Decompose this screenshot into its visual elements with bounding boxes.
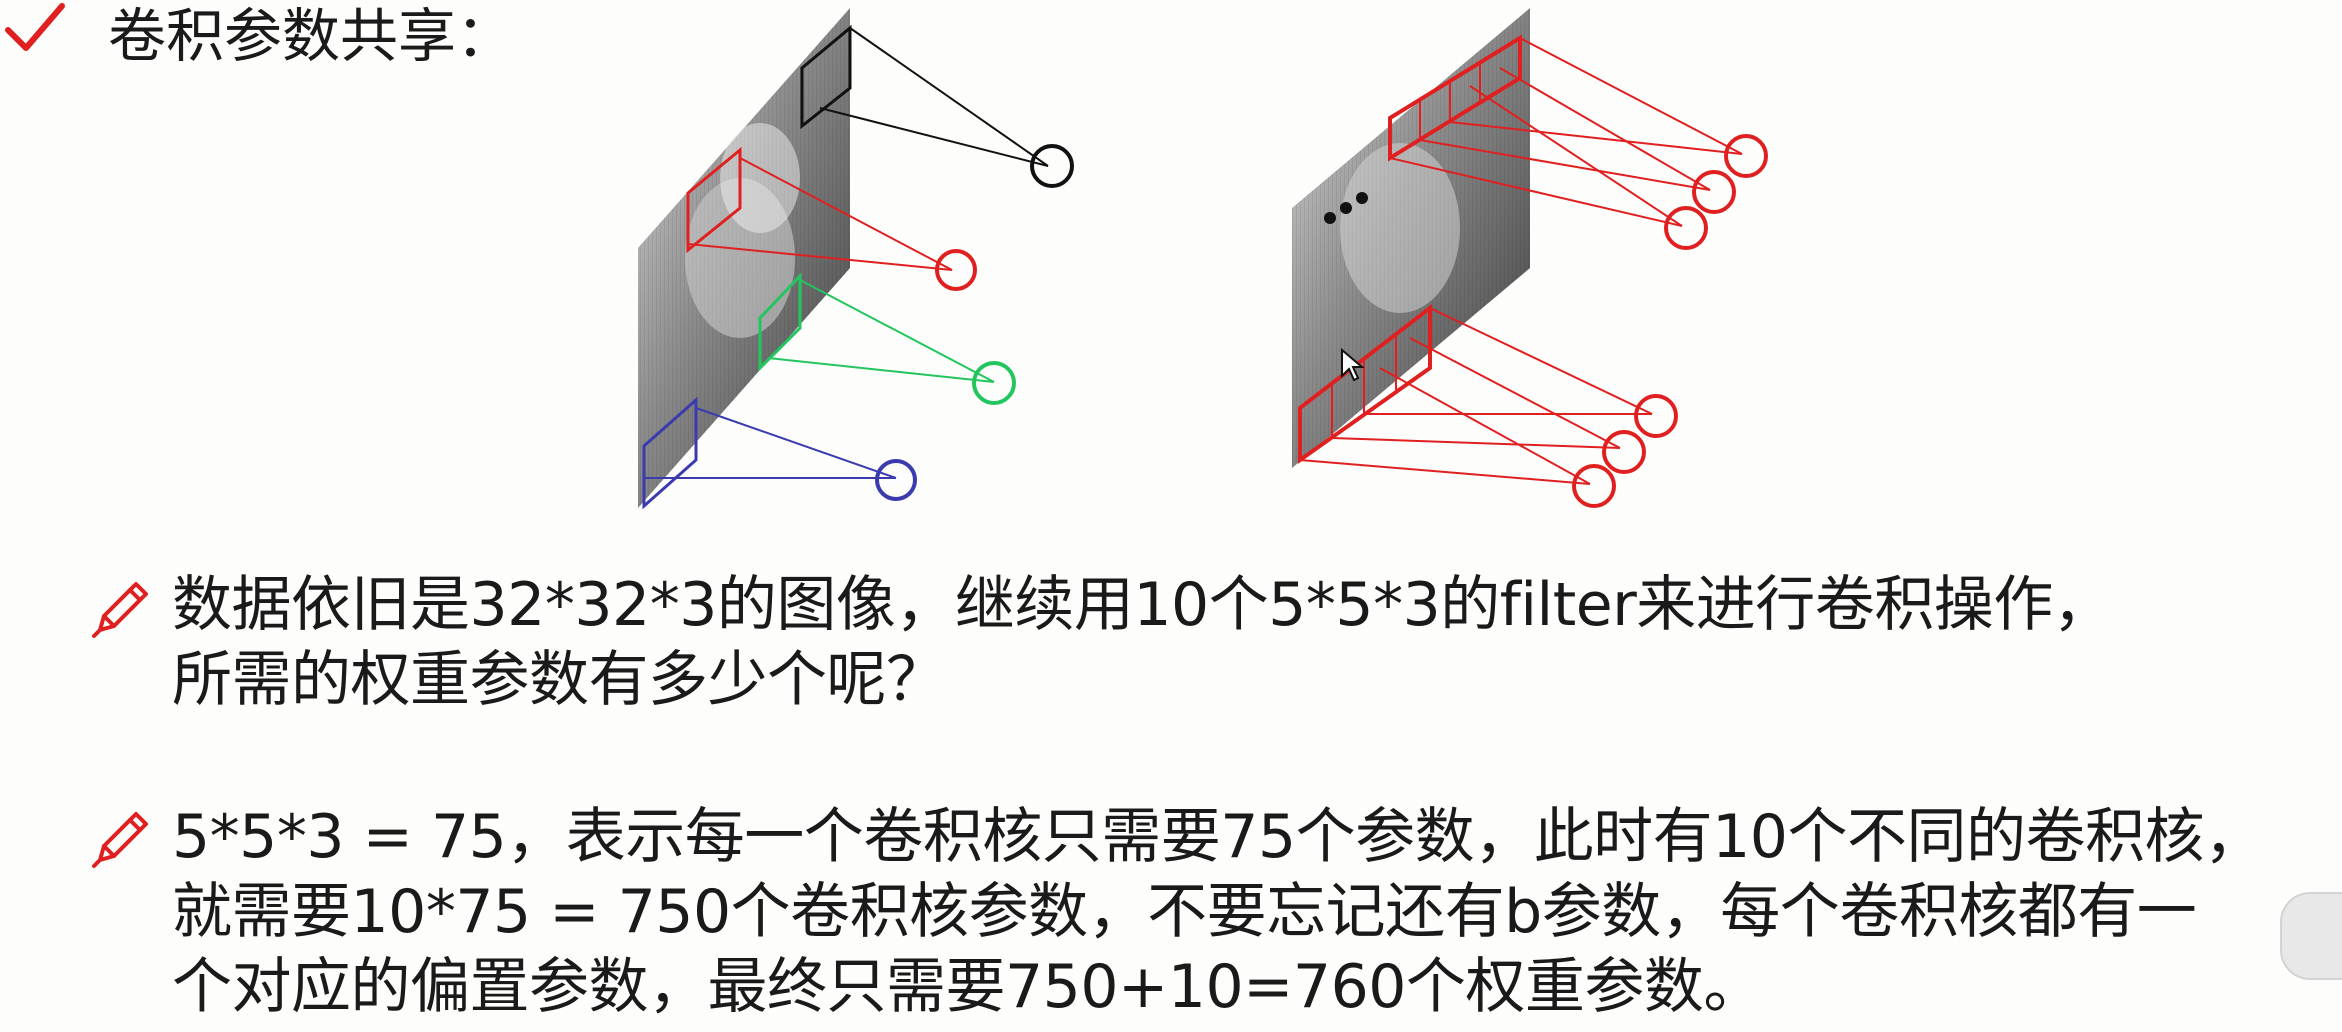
left-filters xyxy=(642,24,1074,510)
video-play-button[interactable] xyxy=(2280,892,2342,980)
pencil-icon xyxy=(92,582,148,638)
right-shared-filters xyxy=(1298,34,1768,508)
left-image-panel xyxy=(638,8,850,508)
mouse-cursor-icon xyxy=(1341,347,1365,382)
text-line: 数据依旧是32*32*3的图像，继续用10个5*5*3的filter来进行卷积操… xyxy=(172,570,2113,640)
pencil-icon xyxy=(92,812,148,868)
text-line: 5*5*3 = 75，表示每一个卷积核只需要75个参数，此时有10个不同的卷积核… xyxy=(172,802,2264,872)
convolution-illustration xyxy=(638,8,1768,510)
answer-paragraph: 5*5*3 = 75，表示每一个卷积核只需要75个参数，此时有10个不同的卷积核… xyxy=(172,800,2264,1025)
question-paragraph: 数据依旧是32*32*3的图像，继续用10个5*5*3的filter来进行卷积操… xyxy=(172,568,2113,718)
slide-title: 卷积参数共享： xyxy=(108,2,515,70)
text-line: 个对应的偏置参数，最终只需要750+10=760个权重参数。 xyxy=(172,952,1763,1022)
text-line: 就需要10*75 = 750个卷积核参数，不要忘记还有b参数，每个卷积核都有一 xyxy=(172,877,2197,947)
right-image-panel xyxy=(1292,8,1530,468)
text-line: 所需的权重参数有多少个呢？ xyxy=(172,645,946,715)
checkmark-icon xyxy=(5,3,65,51)
